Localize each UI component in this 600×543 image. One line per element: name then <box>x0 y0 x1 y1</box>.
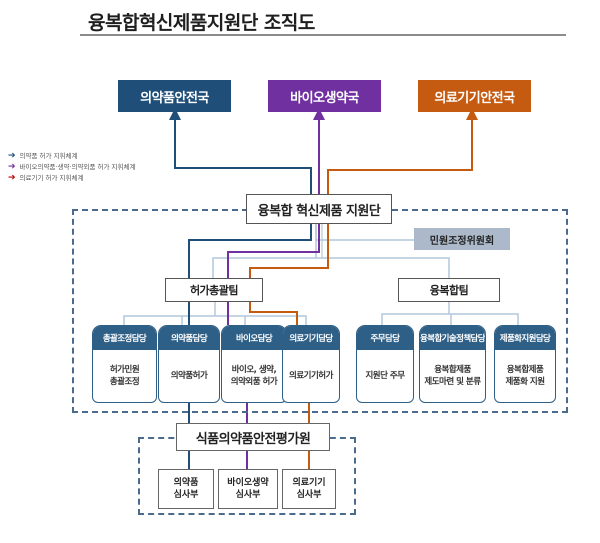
arrow-right-icon: ➔ <box>8 151 16 161</box>
unit-body: 의약품허가 <box>170 371 208 381</box>
connector-hq-to-team2 <box>316 257 450 278</box>
unit-head: 의약품담당 <box>159 326 219 350</box>
unit-card: 총괄조정담당 허가민원 총괄조정 <box>92 325 157 403</box>
unit-card: 제품화지원담당 융복합제품 제품화 지원 <box>494 325 556 403</box>
evaluation-institute-box: 식품의약품안전평가원 <box>176 423 330 451</box>
agency-drug-safety: 의약품안전국 <box>118 80 231 112</box>
unit-head: 융복합기술정책담당 <box>420 326 485 350</box>
unit-head: 의료기기담당 <box>283 326 339 350</box>
agency-device-safety: 의료기기안전국 <box>418 80 531 112</box>
legend-label: 의료기기 허가 지휘체계 <box>19 174 84 182</box>
unit-body: 허가민원 총괄조정 <box>109 365 140 387</box>
legend-item-device: ➔ 의료기기 허가 지휘체계 <box>8 173 135 184</box>
unit-head: 제품화지원담당 <box>495 326 555 350</box>
department-box: 의약품 심사부 <box>158 469 214 509</box>
title-divider <box>80 34 566 36</box>
legend-item-bio: ➔ 바이오의약품·생약·의약외품 허가 지휘체계 <box>8 162 135 173</box>
device-chain-top <box>327 108 478 194</box>
legend-label: 의약품 허가 지휘체계 <box>19 152 78 160</box>
department-box: 의료기기 심사부 <box>282 469 336 509</box>
unit-card: 주무담당 지원단 주무 <box>356 325 414 403</box>
connector-hq-to-teams <box>212 224 317 278</box>
team-licensing-box: 허가총괄팀 <box>165 278 263 302</box>
department-box: 바이오생약 심사부 <box>218 469 278 509</box>
unit-card: 의료기기담당 의료기기허가 <box>282 325 340 403</box>
legend-item-drug: ➔ 의약품 허가 지휘체계 <box>8 151 135 162</box>
unit-card: 의약품담당 의약품허가 <box>158 325 220 403</box>
unit-card: 융복합기술정책담당 융복합제품 제도마련 및 분류 <box>419 325 486 403</box>
unit-body: 융복합제품 제도마련 및 분류 <box>424 365 481 387</box>
legend: ➔ 의약품 허가 지휘체계 ➔ 바이오의약품·생약·의약외품 허가 지휘체계 ➔… <box>8 151 135 184</box>
drug-chain-top <box>169 108 312 194</box>
headquarters-box: 융복합 혁신제품 지원단 <box>246 194 392 224</box>
unit-body: 융복합제품 제품화 지원 <box>505 365 545 387</box>
committee-box: 민원조정위원회 <box>414 228 510 250</box>
unit-body: 바이오, 생약, 의약외품 허가 <box>230 365 278 387</box>
arrow-right-icon: ➔ <box>8 173 16 183</box>
unit-head: 바이오담당 <box>222 326 286 350</box>
team-convergence-box: 융복합팀 <box>398 278 500 302</box>
legend-label: 바이오의약품·생약·의약외품 허가 지휘체계 <box>19 163 136 171</box>
agency-bio-herbal: 바이오생약국 <box>268 80 381 112</box>
connector-team2-units <box>381 313 519 325</box>
unit-body: 지원단 주무 <box>365 371 405 381</box>
unit-head: 주무담당 <box>357 326 413 350</box>
unit-body: 의료기기허가 <box>289 371 333 381</box>
unit-head: 총괄조정담당 <box>93 326 156 350</box>
page-title: 융복합혁신제품지원단 조직도 <box>88 12 315 34</box>
unit-card: 바이오담당 바이오, 생약, 의약외품 허가 <box>221 325 287 403</box>
arrow-right-icon: ➔ <box>8 162 16 172</box>
